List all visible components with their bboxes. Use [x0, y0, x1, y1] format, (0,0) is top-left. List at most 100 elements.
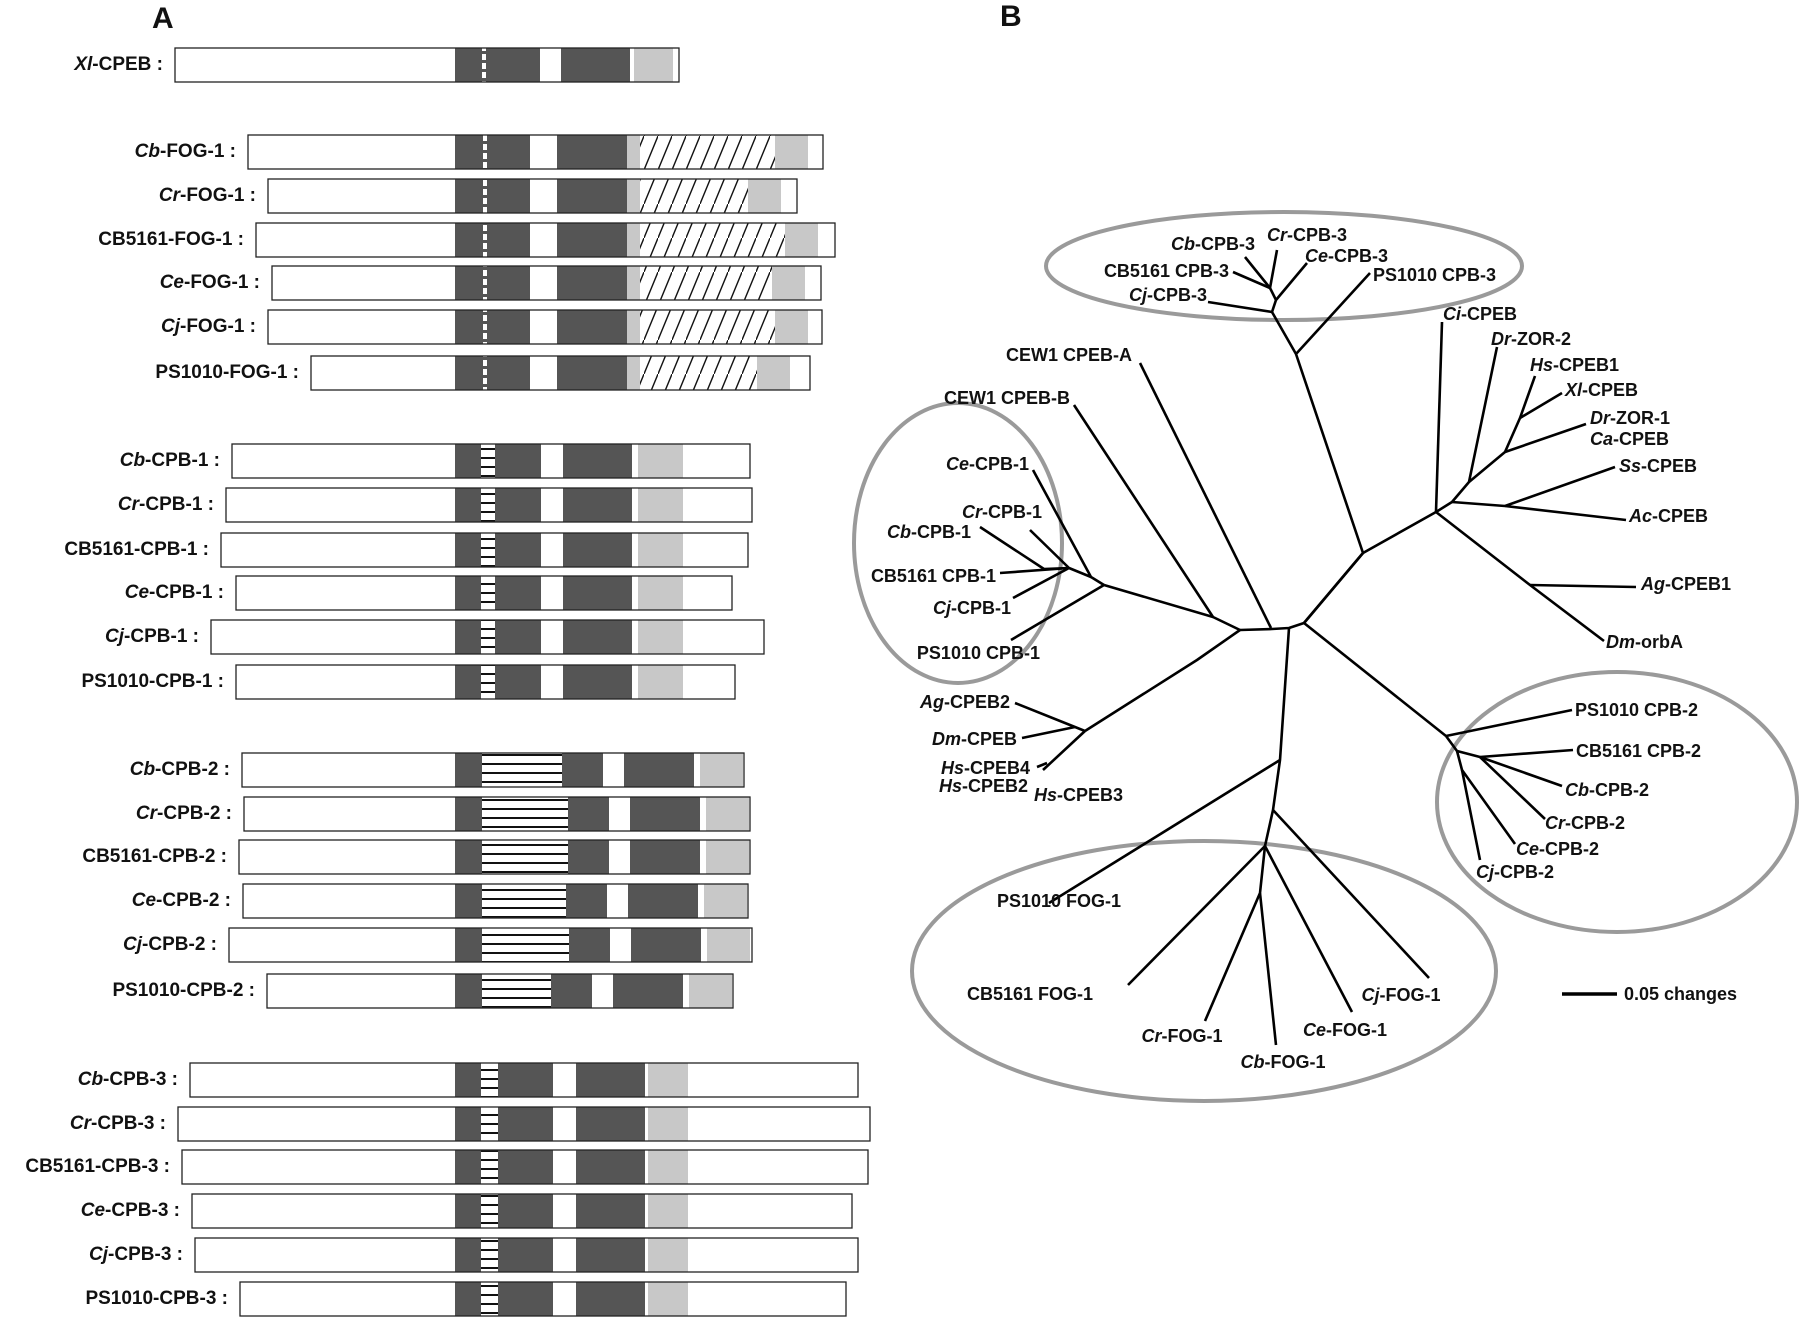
leaf-label-ce-cpb1: Ce-CPB-1: [946, 454, 1029, 474]
species-prefix: Cr: [69, 1113, 92, 1134]
bar-outline: [225, 487, 753, 523]
leaf-label-hs-cpeb1: Hs-CPEB1: [1530, 355, 1619, 375]
rrm2-domain: [563, 488, 632, 522]
protein-name: -CPB-3: [1328, 246, 1388, 266]
protein-label: Cj-CPB-3 :: [89, 1238, 183, 1272]
protein-label: PS1010-CPB-2 :: [112, 974, 255, 1008]
panel-a-letter: A: [152, 2, 174, 35]
protein-name: -FOG-1: [1380, 985, 1441, 1005]
striped-linker: [481, 576, 495, 610]
branch: [1084, 628, 1241, 733]
rrm1-domain: [455, 488, 541, 522]
protein-bar: [235, 575, 733, 611]
zinc-finger-region: [700, 753, 743, 787]
leaf-label-xl-cpeb: Xl-CPEB: [1564, 380, 1638, 400]
protein-name: -CPB-1 :: [139, 494, 214, 515]
branch-ps1010-cpb2: [1445, 708, 1573, 738]
linker-dash: [483, 179, 487, 213]
protein-name: CB5161-CPB-1 :: [64, 539, 209, 560]
leaf-label-ag-cpeb2: Ag-CPEB2: [919, 692, 1010, 712]
leaf-label-cj-cpb3: Cj-CPB-3: [1129, 285, 1207, 305]
striped-insert: [482, 797, 568, 831]
branch-dm-cpeb: [1021, 725, 1076, 740]
bar-outline: [255, 222, 836, 258]
striped-insert: [482, 840, 568, 874]
protein-label: Cr-FOG-1 :: [159, 179, 256, 213]
bar-outline: [177, 1106, 871, 1142]
protein-name: PS1010 CPB-3: [1373, 265, 1496, 285]
bar-outline: [235, 664, 736, 700]
rrm1-domain: [455, 356, 530, 390]
protein-name: PS1010 CPB-1: [917, 643, 1040, 663]
rrm1-domain-b: [568, 797, 609, 831]
rrm1-domain: [455, 179, 530, 213]
zinc-finger-region: [638, 533, 683, 567]
hatched-insert: [640, 266, 772, 300]
leaf-label-ps1010-cpb1: PS1010 CPB-1: [917, 643, 1040, 663]
zinc-finger-region: [648, 1107, 688, 1141]
rrm1-domain-a: [455, 797, 482, 831]
clade-oval-cpb1: [852, 401, 1064, 685]
species-prefix: Ce: [131, 890, 157, 911]
species-prefix: Ce: [159, 272, 184, 293]
striped-linker: [481, 1150, 498, 1184]
protein-name: -CPEB1: [1665, 574, 1731, 594]
rrm2-domain: [557, 223, 627, 257]
protein-name: PS1010 FOG-1: [997, 891, 1121, 911]
leaf-label-cb5161-cpb2: CB5161 CPB-2: [1576, 741, 1701, 761]
species-prefix: Xl: [74, 54, 93, 75]
linker-dash: [483, 310, 487, 344]
rrm1-domain-b: [562, 753, 603, 787]
species-prefix: Ac: [1628, 506, 1652, 526]
species-prefix: Cr: [1141, 1026, 1162, 1046]
branch-cb-cpb2: [1479, 755, 1563, 788]
branch-xl-cpeb: [1519, 391, 1563, 420]
rrm1-domain: [455, 1282, 553, 1316]
protein-label: Ce-CPB-2 :: [132, 884, 231, 918]
protein-name: CB5161 CPB-3: [1104, 261, 1229, 281]
bar-outline: [267, 178, 798, 214]
species-prefix: Cr: [158, 185, 180, 206]
branch-dm-orba: [1435, 510, 1605, 643]
leaf-label-ss-cpeb: Ss-CPEB: [1619, 456, 1697, 476]
protein-name: -CPB-2: [1565, 813, 1625, 833]
protein-name: PS1010 CPB-2: [1575, 700, 1698, 720]
protein-bar: [210, 619, 765, 655]
zinc-finger-region: [638, 488, 683, 522]
protein-bar: [243, 796, 751, 832]
rrm2-domain: [561, 48, 630, 82]
protein-bar: [220, 532, 749, 568]
bar-outline: [267, 309, 823, 345]
zinc-finger-region: [648, 1063, 688, 1097]
rrm2-domain: [624, 753, 694, 787]
striped-linker: [481, 444, 495, 478]
leaf-label-dr-zor1: Dr-ZOR-1: [1590, 408, 1670, 428]
species-prefix: Cb: [887, 522, 911, 542]
hatched-insert: [640, 223, 785, 257]
protein-bar: [191, 1193, 853, 1229]
protein-name: CB5161 CPB-1: [871, 566, 996, 586]
branch-ps1010-cpb1: [1010, 583, 1105, 642]
striped-insert: [482, 928, 569, 962]
leaf-label-ps1010-cpb2: PS1010 CPB-2: [1575, 700, 1698, 720]
protein-name: -CPB-3 :: [91, 1113, 166, 1134]
bar-outline: [242, 883, 749, 919]
branch-ps1010-fog1: [1048, 758, 1281, 905]
protein-name: CEW1 CPEB-A: [1006, 345, 1132, 365]
backbone: [1239, 621, 1305, 632]
protein-name: -FOG-1 :: [180, 185, 256, 206]
protein-name: -FOG-1 :: [160, 141, 236, 162]
species-prefix: Ci: [1443, 304, 1462, 324]
protein-name: PS1010-FOG-1 :: [155, 362, 299, 383]
rrm2-domain: [576, 1238, 645, 1272]
leaf-label-ci-cpeb: Ci-CPEB: [1443, 304, 1517, 324]
species-prefix: Cj: [89, 1244, 109, 1265]
branch: [1303, 510, 1437, 624]
species-prefix: Ce: [1305, 246, 1328, 266]
branch-cj-cpb2: [1460, 769, 1482, 861]
zinc-finger-region: [638, 620, 683, 654]
zinc-finger-region: [648, 1282, 688, 1316]
species-prefix: Cb: [77, 1069, 104, 1090]
rrm2-domain: [557, 179, 627, 213]
protein-name: -CPB-2: [1494, 862, 1554, 882]
